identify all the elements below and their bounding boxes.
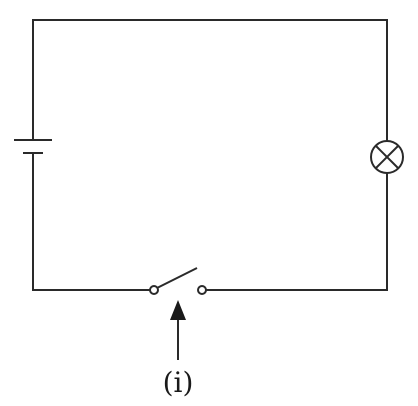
arrow-up-icon bbox=[170, 300, 186, 360]
switch-right-contact bbox=[197, 285, 207, 295]
lamp-icon bbox=[370, 140, 404, 174]
circuit-wires bbox=[32, 19, 388, 291]
switch-lever bbox=[156, 267, 198, 289]
pointer-label: (i) bbox=[163, 366, 194, 399]
lamp-circle bbox=[370, 140, 404, 174]
switch-left-contact bbox=[149, 285, 159, 295]
arrow-head bbox=[170, 300, 186, 320]
battery-cell-icon bbox=[14, 139, 52, 154]
lamp-cross-b bbox=[375, 145, 399, 169]
open-switch-icon bbox=[149, 267, 207, 295]
